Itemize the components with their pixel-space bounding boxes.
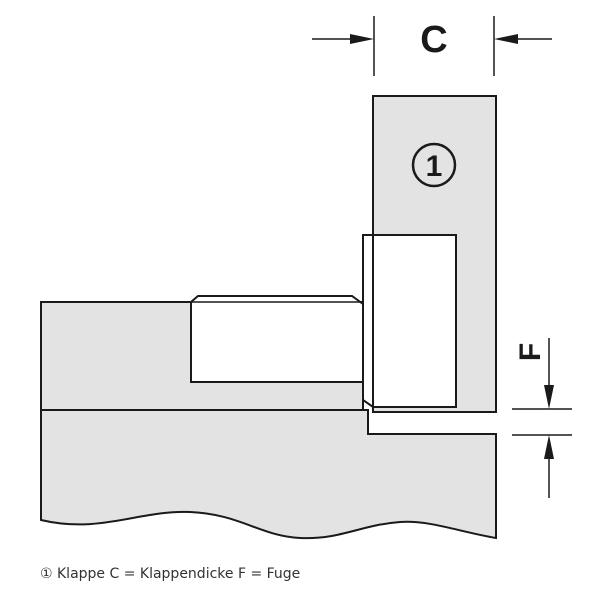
part-number-circle (411, 142, 457, 188)
f-arrow-top-head (544, 385, 554, 409)
cabinet-body (40, 409, 497, 540)
f-arrow-bottom-head (544, 435, 554, 459)
hinge-cup (372, 234, 457, 408)
part-number-label: 1 (426, 150, 443, 183)
hinge-diagram: C 1 F (40, 16, 572, 540)
c-arrow-right-head (494, 34, 518, 44)
c-arrow-left-head (350, 34, 374, 44)
legend-caption: ① Klappe C = Klappendicke F = Fuge (40, 566, 301, 582)
c-dimension-label: C (420, 19, 447, 61)
hinge-arm-flange (362, 234, 374, 409)
mounting-plate (190, 295, 364, 383)
f-dimension-label: F (514, 343, 547, 361)
